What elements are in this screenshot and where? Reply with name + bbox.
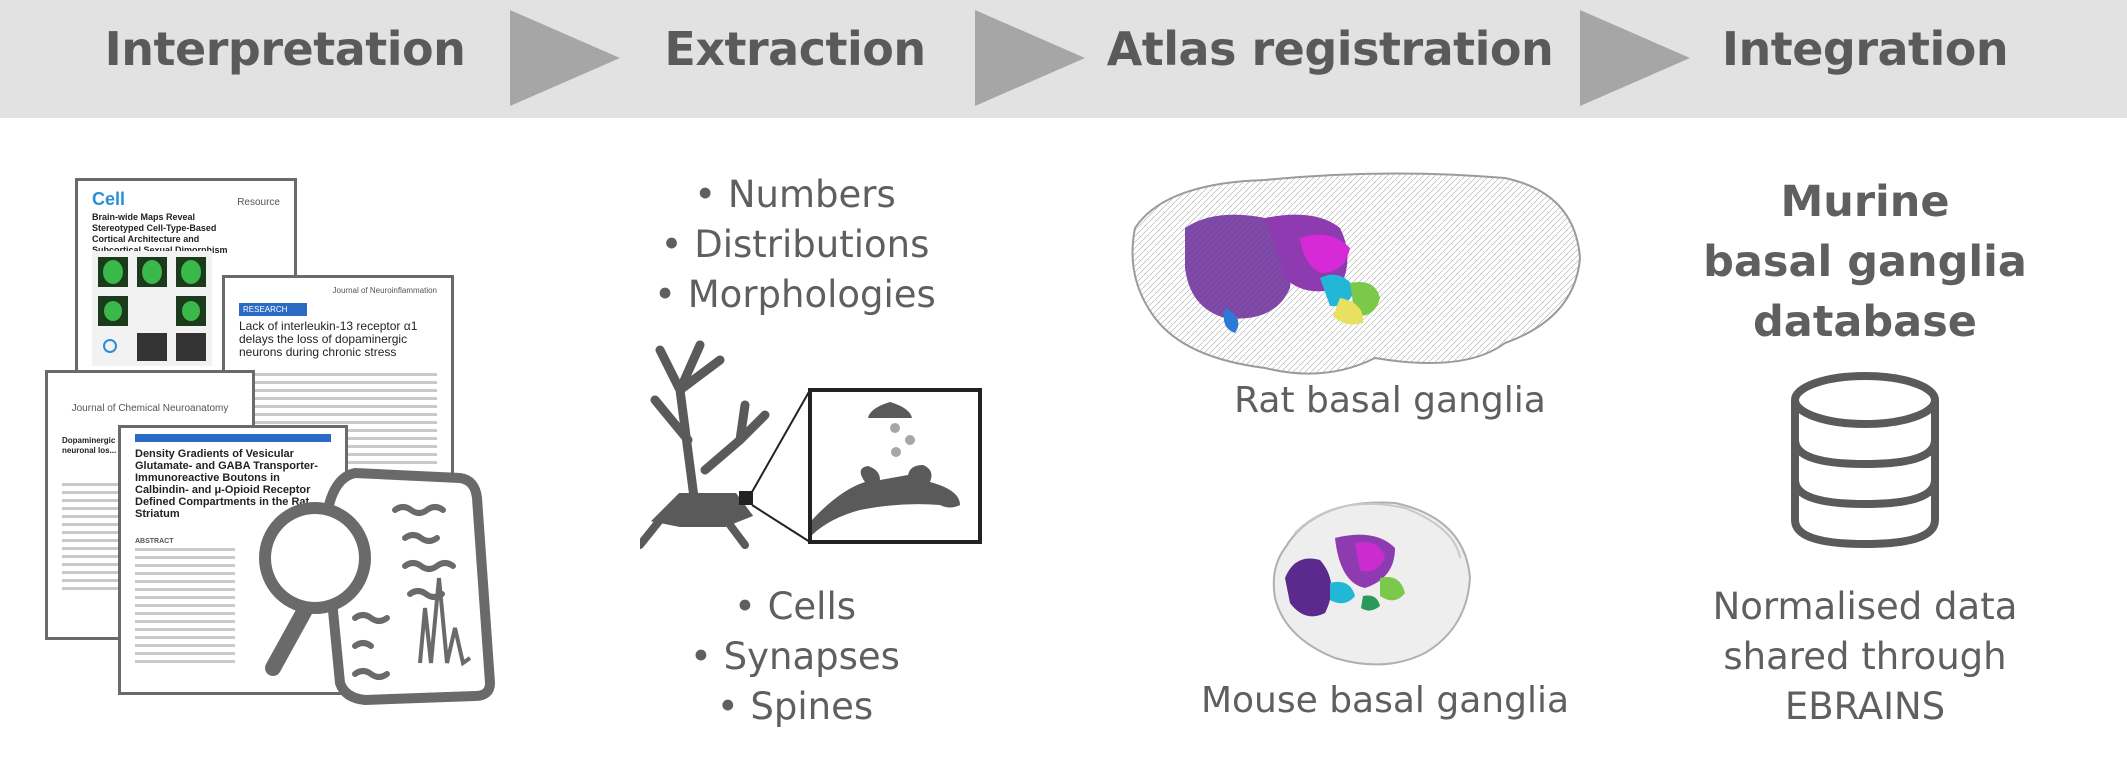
section-heading: ABSTRACT [135,538,174,545]
mouse-label: Mouse basal ganglia [1200,680,1570,721]
stage-interpretation: Interpretation [104,22,466,76]
neuron-icon [640,340,770,549]
chevron-arrow-icon [975,10,1085,106]
rat-label: Rat basal ganglia [1234,380,1546,421]
graphical-abstract-figure [92,251,212,366]
database-caption: Normalised data shared through EBRAINS [1690,582,2040,732]
list-item: • Synapses [690,635,900,678]
list-item: • Morphologies [654,273,936,316]
neuron-synapse-illustration [640,340,982,549]
chevron-arrow-icon [1580,10,1690,106]
paper-tag: RESEARCH [239,303,307,316]
extraction-bottom-list: • Cells • Synapses • Spines [640,582,950,732]
journal-name: Journal of Neuroinflammation [332,286,438,295]
synapse-marker [739,491,753,505]
synapse-icon [808,388,982,544]
journal-logo: Cell [92,189,126,209]
chevron-arrow-icon [510,10,620,106]
notes-icon [319,468,495,706]
caption-line: EBRAINS [1784,685,1946,728]
caption-line: Normalised data [1712,585,2018,628]
notes-magnifier-group [259,468,495,706]
list-item: • Spines [716,685,874,728]
paper-title: Density Gradients of Vesicular Glutamate… [135,448,318,520]
paper-title: Brain-wide Maps Reveal Stereotyped Cell-… [92,212,228,255]
list-item: • Distributions [660,223,930,266]
paper-title: Lack of interleukin-13 receptor α1 delay… [239,319,418,359]
stage-extraction: Extraction [664,22,926,76]
database-icon [1791,372,1939,549]
title-line: basal ganglia [1703,237,2027,287]
extraction-top-list: • Numbers • Distributions • Morphologies [610,170,980,320]
stage-integration: Integration [1721,22,2009,76]
list-item: • Numbers [694,173,896,216]
title-line: database [1753,297,1977,347]
journal-name: Journal of Chemical Neuroanatomy [71,403,229,414]
title-line: Murine [1780,177,1950,227]
list-item: • Cells [733,585,857,628]
rat-brain-3d-atlas [1131,172,1582,375]
stage-atlas-registration: Atlas registration [1106,22,1554,76]
paper-tag: Resource [237,197,280,208]
mouse-brain-3d-atlas [1272,501,1472,666]
database-title: Murine basal ganglia database [1690,172,2040,352]
caption-line: shared through [1723,635,2007,678]
magnifier-icon [259,502,371,676]
